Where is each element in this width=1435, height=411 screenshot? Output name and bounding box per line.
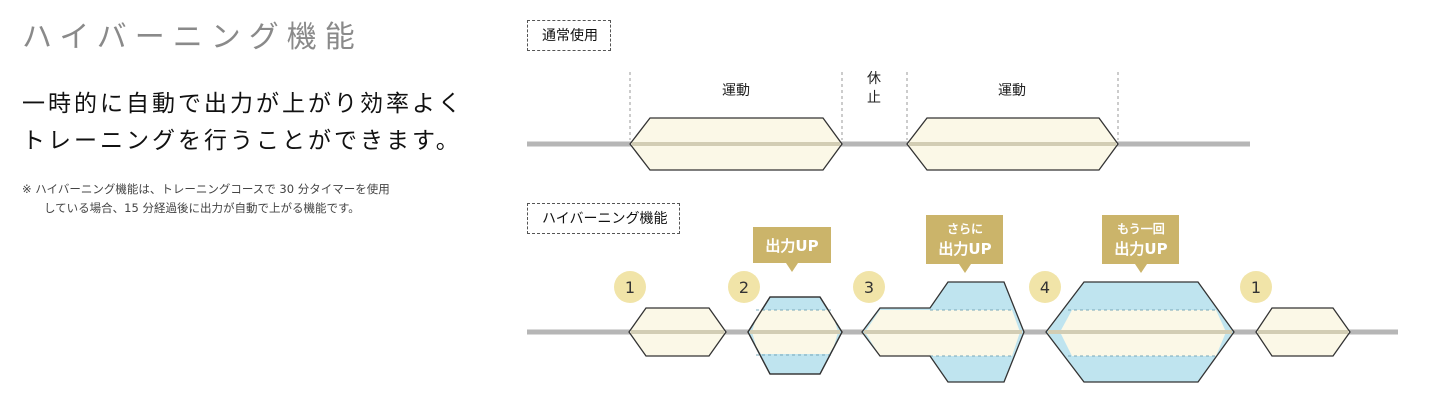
step-circle <box>728 271 760 303</box>
power-up-callout: 出力UP <box>753 227 831 272</box>
callout-box <box>926 215 1003 273</box>
lead-line-2: トレーニングを行うことができます。 <box>22 128 462 154</box>
callout-text: 出力UP <box>765 237 818 255</box>
step-number: 4 <box>1040 278 1050 297</box>
page-title: ハイバーニング機能 <box>22 20 363 55</box>
step-number: 2 <box>739 278 749 297</box>
step-marker: 1 <box>1240 271 1272 303</box>
step-circle <box>614 271 646 303</box>
power-up-callout: さらに 出力UP <box>926 215 1003 273</box>
block-outline <box>861 281 1025 383</box>
step-circle <box>853 271 885 303</box>
exercise-label: 運動 <box>722 83 750 99</box>
callout-text: もう一回 <box>1117 222 1165 236</box>
step-marker: 2 <box>728 271 760 303</box>
rest-label-char: 止 <box>867 90 881 106</box>
step-number: 1 <box>625 278 635 297</box>
step-circle <box>1029 271 1061 303</box>
step-marker: 3 <box>853 271 885 303</box>
footnote-line-2: している場合、15 分経過後に出力が自動で上がる機能です。 <box>44 201 360 215</box>
block-outline <box>747 296 843 375</box>
callout-box <box>753 227 831 272</box>
power-up-callout: もう一回 出力UP <box>1102 215 1179 273</box>
block-outline <box>1045 281 1235 383</box>
rest-label-char: 休 <box>867 71 881 87</box>
step-marker: 4 <box>1029 271 1061 303</box>
lead-line-1: 一時的に自動で出力が上がり効率よく <box>22 91 464 117</box>
hibernating-row: 1 2 3 4 1 出力UP さらに 出力UP <box>527 215 1398 383</box>
step-number: 3 <box>864 278 874 297</box>
footnote: ※ ハイバーニング機能は、トレーニングコースで 30 分タイマーを使用 している… <box>22 180 390 218</box>
step-number: 1 <box>1251 278 1261 297</box>
callout-text: さらに <box>947 222 983 236</box>
hibernating-tag: ハイバーニング機能 <box>527 203 681 234</box>
normal-usage-row: 運動 休 止 運動 <box>527 71 1250 171</box>
normal-use-tag: 通常使用 <box>527 20 611 51</box>
step-marker: 1 <box>614 271 646 303</box>
exercise-label: 運動 <box>998 83 1026 99</box>
callout-text: 出力UP <box>1114 240 1167 258</box>
callout-box <box>1102 215 1179 273</box>
step-circle <box>1240 271 1272 303</box>
footnote-line-1: ※ ハイバーニング機能は、トレーニングコースで 30 分タイマーを使用 <box>22 182 390 196</box>
callout-text: 出力UP <box>938 240 991 258</box>
